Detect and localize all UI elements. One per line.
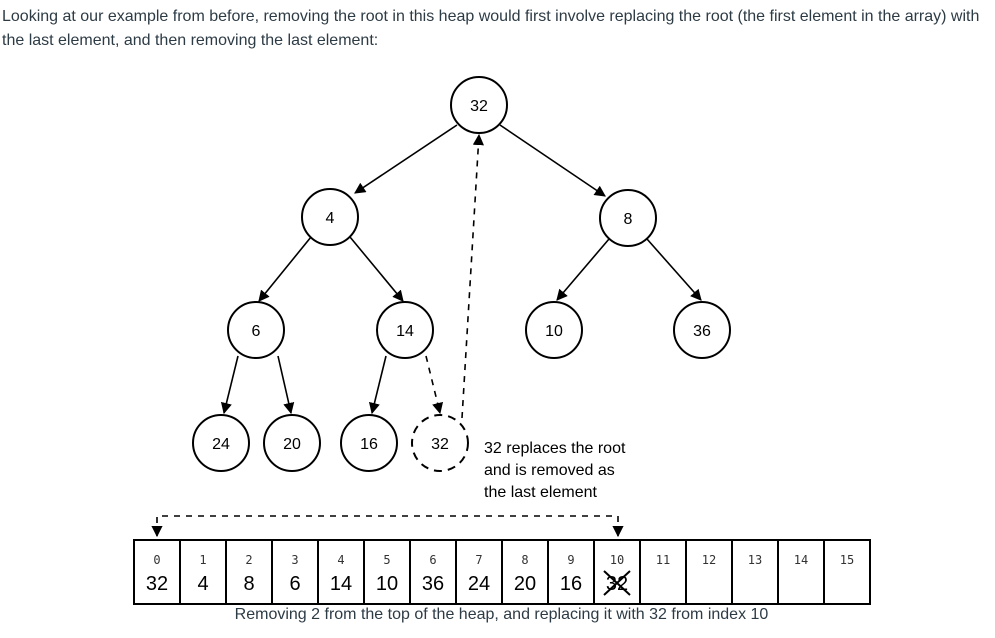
edge-32-to-root-dashed <box>461 133 484 419</box>
array-index-label: 8 <box>521 553 528 567</box>
array-index-label: 1 <box>199 553 206 567</box>
array-cell: 032 <box>133 539 181 605</box>
array-value: 32 <box>146 573 168 595</box>
array-value: 14 <box>330 573 352 595</box>
svg-text:14: 14 <box>396 323 414 340</box>
array-cell: 414 <box>317 539 365 605</box>
svg-text:10: 10 <box>545 323 563 340</box>
svg-text:32: 32 <box>470 98 488 115</box>
array-index-label: 13 <box>748 553 762 567</box>
node-20: 20 <box>263 414 321 472</box>
edge-14-16 <box>368 355 387 415</box>
node-root: 32 <box>450 76 508 134</box>
array-index-label: 3 <box>291 553 298 567</box>
intro-paragraph: Looking at our example from before, remo… <box>2 8 980 49</box>
array-value: 8 <box>243 573 254 595</box>
svg-text:8: 8 <box>624 211 633 228</box>
svg-text:the last element: the last element <box>484 484 598 501</box>
array-index-label: 12 <box>702 553 716 567</box>
annotation-note: 32 replaces the root and is removed as t… <box>484 440 626 501</box>
tree-edges <box>220 124 702 419</box>
edge-6-20 <box>277 355 295 415</box>
edge-8-36 <box>646 238 702 301</box>
node-10: 10 <box>525 301 583 359</box>
node-16: 16 <box>340 414 398 472</box>
array-cell: 13 <box>731 539 779 605</box>
array-index-label: 6 <box>429 553 436 567</box>
array-cell: 636 <box>409 539 457 605</box>
edge-14-32-dashed <box>425 355 444 415</box>
array-index-label: 9 <box>567 553 574 567</box>
array-index-label: 2 <box>245 553 252 567</box>
array-swap-connector <box>151 515 624 538</box>
node-24: 24 <box>192 414 250 472</box>
array-cell: 14 <box>777 539 825 605</box>
array-cell: 916 <box>547 539 595 605</box>
array-cell: 28 <box>225 539 273 605</box>
edge-4-14 <box>349 236 404 302</box>
array-index-label: 11 <box>656 553 670 567</box>
array-cell: 724 <box>455 539 503 605</box>
svg-text:4: 4 <box>326 210 335 227</box>
svg-text:32: 32 <box>431 436 449 453</box>
edge-8-10 <box>556 238 610 301</box>
array-cell: 11 <box>639 539 687 605</box>
array-value: 36 <box>422 573 444 595</box>
edge-root-8 <box>499 124 606 197</box>
array-index-label: 10 <box>610 553 624 567</box>
svg-text:6: 6 <box>252 323 261 340</box>
node-32-last-dashed: 32 <box>411 414 469 472</box>
node-14: 14 <box>376 301 434 359</box>
edge-root-4 <box>354 124 458 194</box>
node-4: 4 <box>301 188 359 246</box>
array-cell: 12 <box>685 539 733 605</box>
array-value: 4 <box>197 573 208 595</box>
edge-6-24 <box>220 355 239 415</box>
array-index-label: 4 <box>337 553 344 567</box>
array-value: 10 <box>376 573 398 595</box>
array-index-label: 0 <box>153 553 160 567</box>
array-cell: 36 <box>271 539 319 605</box>
strikeout-mark <box>603 570 631 596</box>
node-36: 36 <box>673 301 731 359</box>
svg-text:and is removed as: and is removed as <box>484 462 615 479</box>
node-8: 8 <box>599 189 657 247</box>
array-cell: 1032 <box>593 539 641 605</box>
array-index-label: 15 <box>840 553 854 567</box>
array-index-label: 5 <box>383 553 390 567</box>
array-value: 20 <box>514 573 536 595</box>
array-value: 24 <box>468 573 490 595</box>
svg-text:20: 20 <box>283 436 301 453</box>
array-value: 6 <box>289 573 300 595</box>
edge-4-6 <box>258 236 312 302</box>
node-6: 6 <box>227 301 285 359</box>
figure-caption: Removing 2 from the top of the heap, and… <box>234 606 769 623</box>
svg-text:16: 16 <box>360 436 378 453</box>
heap-array: 0321428364145106367248209161032111213141… <box>133 539 871 605</box>
array-index-label: 14 <box>794 553 808 567</box>
array-cell: 510 <box>363 539 411 605</box>
array-cell: 14 <box>179 539 227 605</box>
svg-text:24: 24 <box>212 436 230 453</box>
array-cell: 820 <box>501 539 549 605</box>
array-index-label: 7 <box>475 553 482 567</box>
array-value: 16 <box>560 573 582 595</box>
array-cell: 15 <box>823 539 871 605</box>
svg-text:32 replaces the root: 32 replaces the root <box>484 440 626 457</box>
svg-text:36: 36 <box>693 323 711 340</box>
